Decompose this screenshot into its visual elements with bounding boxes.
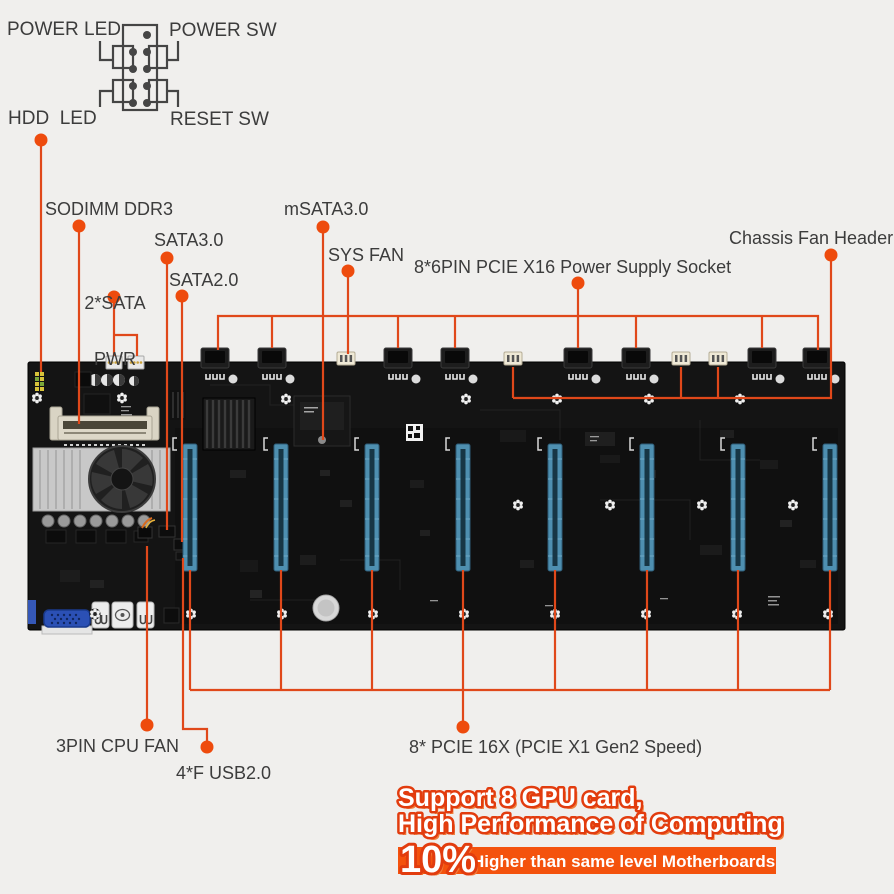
motherboard xyxy=(27,347,846,635)
logo-port xyxy=(111,601,134,629)
callout-label-pcie-power: 8*6PIN PCIE X16 Power Supply Socket xyxy=(414,257,732,277)
pcie-slots-rail xyxy=(188,570,832,721)
sata-pwr-line xyxy=(112,301,139,356)
pcie-power-rail xyxy=(216,288,820,350)
pin-dots xyxy=(129,31,151,107)
callout-label-msata: mSATA3.0 xyxy=(284,199,369,219)
front-panel-header xyxy=(35,372,44,391)
hdd-led-pointer xyxy=(98,89,113,107)
callout-label-sodimm: SODIMM DDR3 xyxy=(45,199,174,219)
vga-port xyxy=(41,609,93,635)
callout-label-sata3: SATA3.0 xyxy=(154,230,224,250)
usb-line xyxy=(181,558,209,741)
callout-label-sata2: SATA2.0 xyxy=(169,270,239,290)
chassis-fan-rail xyxy=(511,260,833,400)
edge-connector xyxy=(28,600,36,624)
cmos-battery xyxy=(312,594,340,622)
callout-label-cpu-fan: 3PIN CPU FAN xyxy=(56,736,180,756)
reset-sw-pointer xyxy=(167,89,180,107)
callout-label-sys-fan: SYS FAN xyxy=(328,245,405,265)
qr-label xyxy=(406,424,423,441)
promo-banner xyxy=(398,847,776,874)
cpu-fan xyxy=(88,445,156,513)
chipset-heatsink xyxy=(202,397,256,451)
callout-dots xyxy=(34,133,838,754)
label-reset-sw: RESET SW xyxy=(170,109,269,130)
sata-pwr-line2: PWR xyxy=(94,349,136,370)
cpu-fan-connector xyxy=(137,517,156,539)
callout-label-pcie-slots: 8* PCIE 16X (PCIE X1 Gen2 Speed) xyxy=(409,737,703,757)
callout-label-usb: 4*F USB2.0 xyxy=(176,763,272,783)
cpu-cooler xyxy=(32,445,171,513)
power-sw-pointer xyxy=(167,41,180,62)
sys-fan-header xyxy=(336,351,356,366)
front-panel-pin-diagram xyxy=(98,23,180,112)
label-power-led: POWER LED xyxy=(7,19,122,40)
io-ports xyxy=(28,600,180,635)
callout-label-sata-pwr: 2*SATA PWR xyxy=(83,256,147,407)
sodimm-slot xyxy=(49,406,160,446)
power-led-pointer xyxy=(98,41,113,62)
callout-lines xyxy=(39,144,833,741)
callout-label-chassis-fan: Chassis Fan Header xyxy=(729,228,894,248)
label-power-sw: POWER SW xyxy=(169,20,277,41)
spdif-port xyxy=(163,607,180,624)
label-hdd-led: HDD LED xyxy=(8,108,97,129)
sata-pwr-line1: 2*SATA xyxy=(84,292,146,313)
vrm-block xyxy=(170,390,186,420)
